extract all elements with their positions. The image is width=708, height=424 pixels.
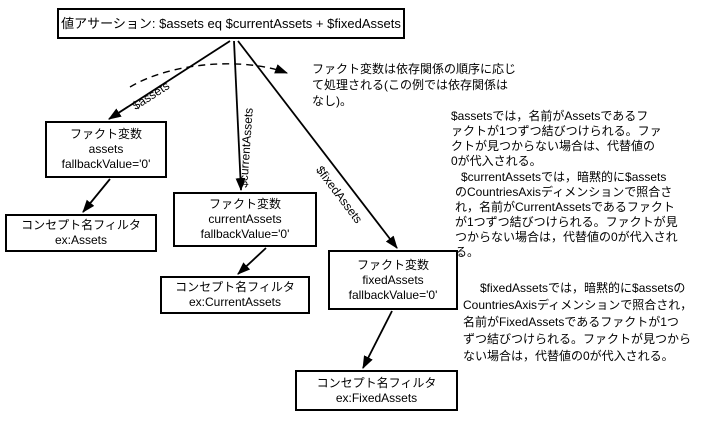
- fact-variable-attr: fallbackValue='0': [348, 287, 438, 302]
- fact-variable-name: assets: [88, 142, 124, 156]
- concept-filter-title: コンセプト名フィルタ: [316, 375, 437, 390]
- fact-variable-box-fixedassets: ファクト変数 fixedAssets fallbackValue='0': [328, 250, 458, 310]
- dependency-note: ファクト変数は依存関係の順序に応じ て処理される(この例では依存関係は なし)。: [312, 62, 517, 108]
- fact-variable-title: ファクト変数: [69, 127, 142, 141]
- fact-variable-name: currentAssets: [208, 212, 282, 226]
- concept-filter-box-currentassets: コンセプト名フィルタ ex:CurrentAssets: [160, 276, 310, 314]
- dashed-dependency-arrow: [129, 63, 289, 88]
- side-note-assets: $assetsでは，名前がAssetsであるフ ァクトが1つずつ結びつけられる。…: [451, 109, 662, 168]
- arrow-fixedassets-to-filter: [362, 310, 393, 369]
- arrow-assets-to-filter: [82, 178, 111, 213]
- side-note-fixedassets: $fixedAssetsでは，暗黙的に$assetsの CountriesAxi…: [463, 281, 693, 363]
- concept-filter-concept: ex:Assets: [54, 233, 108, 247]
- concept-filter-concept: ex:CurrentAssets: [188, 295, 282, 309]
- fact-variable-attr: fallbackValue='0': [200, 227, 290, 241]
- arrow-assertion-to-currentassets: [233, 40, 246, 192]
- arrow-assertion-to-fixedassets: [237, 40, 398, 249]
- fact-variable-title: ファクト変数: [208, 197, 281, 211]
- arrow-label-currentassets: $currentAssets: [236, 107, 256, 188]
- arrow-assertion-to-assets: [108, 40, 231, 120]
- value-assertion-label: 値アサーション: $assets eq $currentAssets + $fi…: [61, 16, 401, 31]
- concept-filter-title: コンセプト名フィルタ: [21, 218, 141, 232]
- concept-filter-box-fixedassets: コンセプト名フィルタ ex:FixedAssets: [295, 370, 458, 411]
- fact-variable-attr: fallbackValue='0': [61, 157, 151, 171]
- concept-filter-concept: ex:FixedAssets: [335, 390, 418, 405]
- fact-variable-name: fixedAssets: [362, 272, 424, 287]
- fact-variable-box-currentassets: ファクト変数 currentAssets fallbackValue='0': [173, 192, 317, 247]
- arrow-label-assets: $assets: [130, 79, 172, 113]
- fact-variable-box-assets: ファクト変数 assets fallbackValue='0': [45, 121, 167, 178]
- concept-filter-title: コンセプト名フィルタ: [175, 280, 295, 294]
- fact-variable-title: ファクト変数: [356, 257, 429, 272]
- value-assertion-box: 値アサーション: $assets eq $currentAssets + $fi…: [57, 8, 405, 39]
- arrow-currentassets-to-filter: [237, 247, 267, 275]
- side-note-currentassets: $currentAssetsでは，暗黙的に$assets のCountriesA…: [455, 170, 678, 259]
- concept-filter-box-assets: コンセプト名フィルタ ex:Assets: [5, 214, 157, 252]
